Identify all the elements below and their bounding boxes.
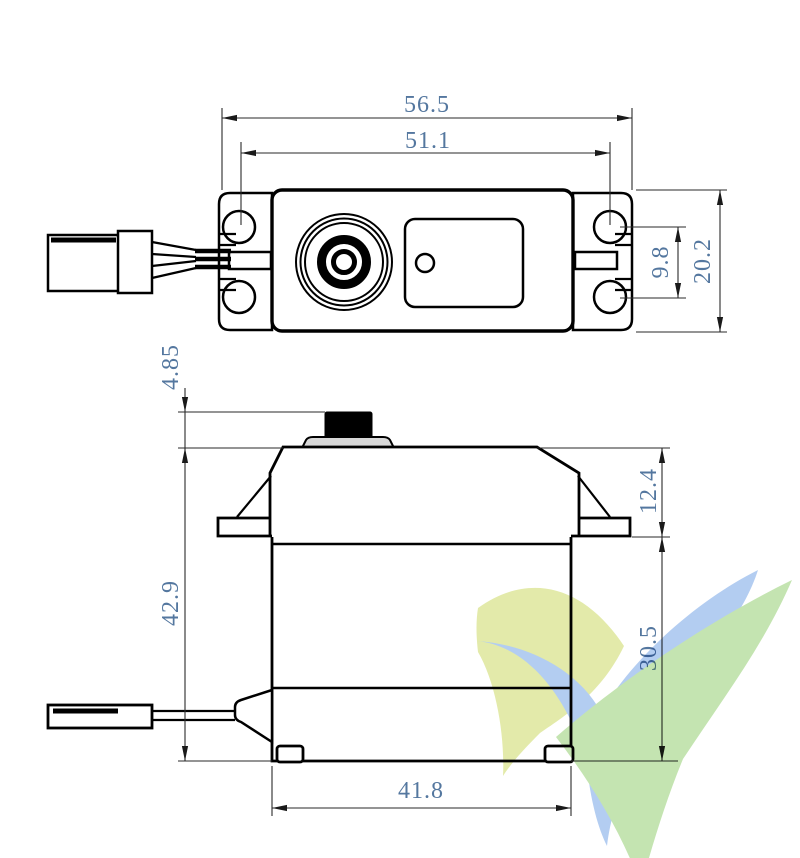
dim-shaft-height: 4.85 [158, 344, 184, 390]
upper-case-outline [268, 445, 581, 537]
label-plate [403, 217, 525, 309]
wire-slot-left [227, 250, 273, 271]
top-view [46, 188, 634, 333]
left-flange [216, 516, 272, 538]
top-view-dimension-text: 56.5 51.1 9.8 20.2 [404, 92, 716, 284]
servo-wires-top [151, 240, 231, 280]
dim-body-length: 41.8 [398, 778, 444, 804]
mount-hole [221, 279, 257, 315]
flange-braces [236, 475, 611, 518]
output-shaft-rings [295, 213, 393, 311]
dim-total-height: 42.9 [158, 580, 184, 626]
dim-upper-section-height: 12.4 [636, 468, 662, 514]
dim-top-overall-width: 56.5 [404, 92, 450, 118]
watermark-logo [476, 570, 792, 858]
connector-plug-top [46, 229, 154, 295]
dim-tab-hole-pitch: 9.8 [648, 246, 674, 279]
mount-hole [592, 279, 628, 315]
mount-hole [221, 209, 257, 245]
servo-lead-side [152, 709, 235, 722]
hole-notches-left [220, 232, 236, 292]
dim-mount-hole-spacing: 51.1 [405, 128, 451, 154]
dim-body-depth: 20.2 [690, 238, 716, 284]
connector-plug-side [46, 703, 154, 730]
wire-slot-right [573, 250, 619, 271]
top-view-dimensions [221, 108, 727, 333]
hole-notches-right [615, 232, 631, 292]
strain-relief [233, 688, 274, 745]
upper-case-fill [270, 447, 579, 537]
label-pin-hole [414, 252, 436, 274]
watermark-green-swoosh [556, 580, 792, 858]
bottom-foot-left [275, 744, 305, 764]
right-flange [571, 516, 632, 538]
shaft-collar [300, 436, 396, 449]
